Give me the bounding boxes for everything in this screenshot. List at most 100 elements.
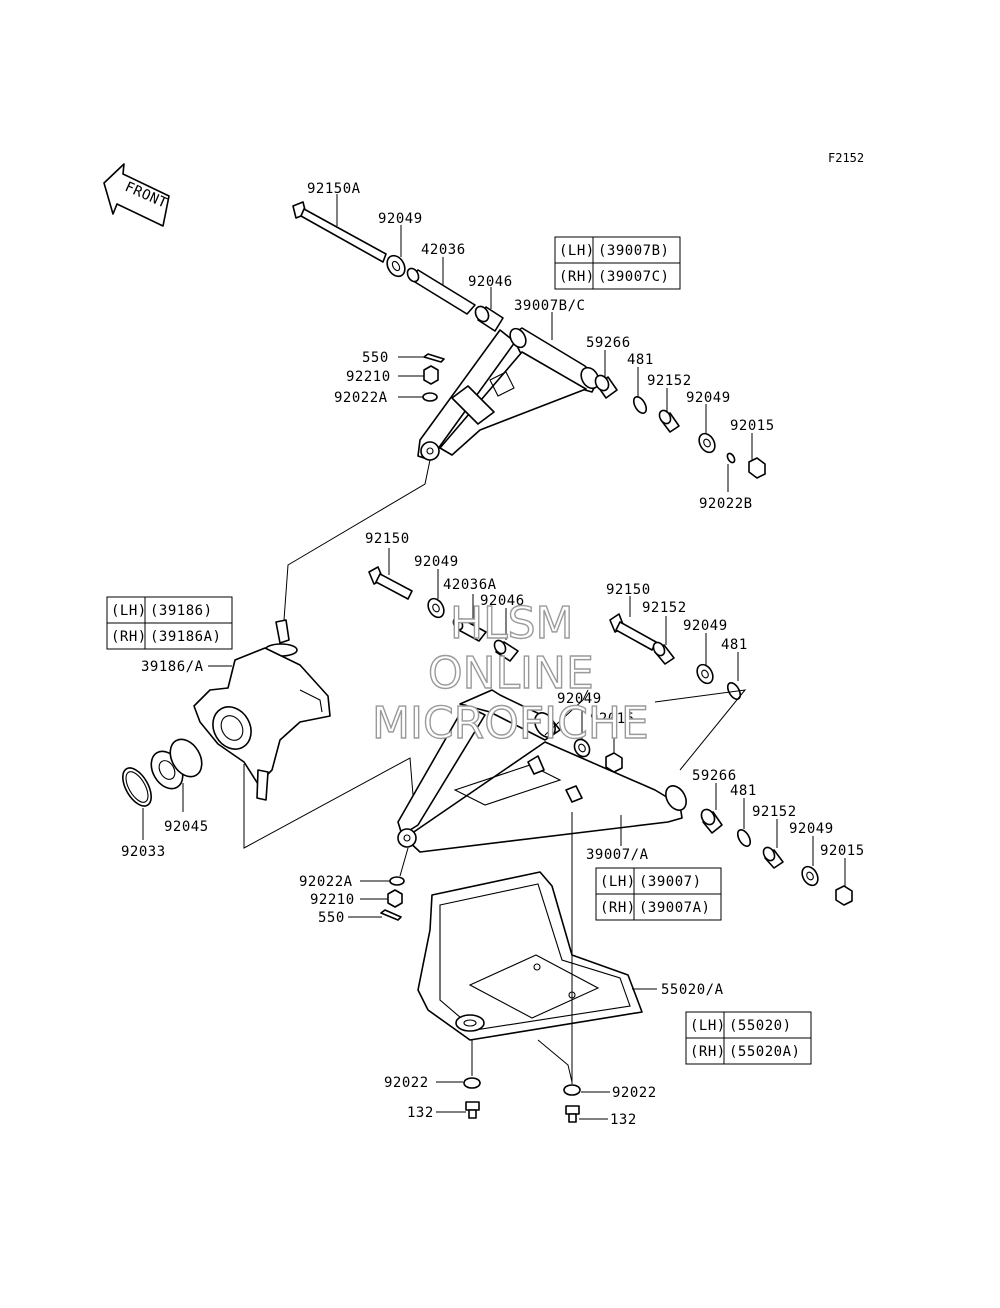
washer-92022-left-icon (463, 1077, 481, 1089)
seal-59266-low-icon (700, 808, 723, 834)
collar-92152-right-icon (652, 641, 675, 665)
variant-side: (LH) (111, 603, 147, 619)
watermark-line-2: ONLINE (428, 648, 594, 699)
variant-side: (LH) (559, 243, 595, 259)
callout-92045: 92045 (164, 819, 209, 835)
bolt-92150A-icon (292, 201, 387, 263)
callout-39186A: 39186/A (141, 659, 204, 675)
callout-92022: 92022 (384, 1075, 429, 1091)
variant-part: (55020) (729, 1018, 792, 1034)
variant-side: (LH) (690, 1018, 726, 1034)
callout-92015: 92015 (590, 711, 635, 727)
callout-92022B: 92022B (699, 496, 753, 512)
variant-side: (LH) (600, 874, 636, 890)
washer-92022A-icon (422, 392, 438, 402)
callout-42036A: 42036A (443, 577, 497, 593)
washer-92049-icon (386, 254, 406, 278)
lower-a-arm-39007-icon (397, 689, 687, 853)
bushing-92046-icon (474, 305, 504, 332)
collar-92152-low-icon (762, 846, 784, 869)
seal-59266-icon (594, 374, 618, 399)
cotter-pin-550-icon (423, 353, 445, 363)
washer-92049-low2-icon (801, 865, 819, 887)
upper-arm-hardware (292, 201, 766, 479)
watermark-line-3: MICROFICHE (372, 698, 649, 749)
callout-92046: 92046 (480, 593, 525, 609)
washer-92049-low-icon (573, 738, 591, 758)
variant-part: (55020A) (729, 1044, 800, 1060)
sleeve-42036-icon (406, 267, 476, 315)
upper-arm-variant-table: (LH) (39007B) (RH) (39007C) (554, 236, 681, 290)
callout-55020A: 55020/A (661, 982, 724, 998)
variant-part: (39007) (639, 874, 702, 890)
variant-side: (RH) (559, 269, 595, 285)
castle-nut-92210-low-icon (387, 889, 403, 908)
callout-92049: 92049 (414, 554, 459, 570)
callout-59266: 59266 (586, 335, 631, 351)
guard-leader-lines (436, 812, 657, 1120)
callout-550: 550 (362, 350, 389, 366)
callout-550: 550 (318, 910, 345, 926)
bolt-132-left-icon (465, 1101, 480, 1119)
guard-hardware (463, 1077, 581, 1123)
callout-92152: 92152 (752, 804, 797, 820)
variant-side: (RH) (690, 1044, 726, 1060)
callout-92046: 92046 (468, 274, 513, 290)
a-arm-guard-55020-icon (417, 871, 643, 1041)
variant-side: (RH) (111, 629, 147, 645)
callout-92022A: 92022A (334, 390, 388, 406)
castle-nut-92210-icon (423, 365, 439, 385)
callout-92015: 92015 (820, 843, 865, 859)
snap-ring-92033-icon (122, 767, 152, 807)
callout-132: 132 (407, 1105, 434, 1121)
variant-part: (39007A) (639, 900, 710, 916)
knuckle-variant-table: (LH) (39186) (RH) (39186A) (106, 596, 233, 650)
callout-92049: 92049 (378, 211, 423, 227)
variant-part: (39186A) (150, 629, 221, 645)
callout-92152: 92152 (642, 600, 687, 616)
callout-92150: 92150 (606, 582, 651, 598)
variant-part: (39186) (150, 603, 213, 619)
knuckle-leader-lines (142, 665, 416, 849)
callout-39007BC: 39007B/C (514, 298, 585, 314)
cotter-pin-550-low-icon (380, 909, 402, 921)
callout-132: 132 (610, 1112, 637, 1128)
bolt-92150-icon (368, 566, 413, 600)
callout-92022: 92022 (612, 1085, 657, 1101)
lower-leader-lines (348, 548, 846, 918)
callout-92152: 92152 (647, 373, 692, 389)
callout-59266: 59266 (692, 768, 737, 784)
lower-arm-variant-table: (LH) (39007) (RH) (39007A) (595, 867, 722, 921)
callout-92210: 92210 (310, 892, 355, 908)
variant-part: (39007B) (598, 243, 669, 259)
callout-92015: 92015 (730, 418, 775, 434)
circlip-481-low-icon (736, 829, 752, 847)
front-arrow-icon: FRONT (103, 163, 170, 227)
washer-92022-right-icon (563, 1084, 581, 1096)
callout-39007A: 39007/A (586, 847, 649, 863)
nut-92015-icon (748, 457, 766, 479)
callout-labels: 92150A 92049 42036 92046 39007B/C 550 92… (121, 181, 865, 1128)
callout-92150A: 92150A (307, 181, 361, 197)
callout-92049: 92049 (557, 691, 602, 707)
collar-92152-icon (658, 409, 680, 433)
callout-92022A: 92022A (299, 874, 353, 890)
callout-92033: 92033 (121, 844, 166, 860)
washer-92049-mid-icon (427, 597, 445, 619)
washer-92049-right-icon (698, 432, 716, 454)
variant-part: (39007C) (598, 269, 669, 285)
lower-arm-hardware (368, 566, 853, 921)
figure-id: F2152 (828, 151, 864, 165)
upper-leader-lines (283, 194, 753, 621)
steering-knuckle-39186-icon (193, 619, 331, 801)
upper-a-arm-39007BC-icon (417, 327, 600, 461)
circlip-481-icon (632, 396, 648, 414)
variant-side: (RH) (600, 900, 636, 916)
bushing-92046-mid-icon (493, 639, 519, 662)
guard-variant-table: (LH) (55020) (RH) (55020A) (685, 1011, 812, 1065)
bolt-132-right-icon (565, 1105, 580, 1123)
callout-92150: 92150 (365, 531, 410, 547)
callout-92049: 92049 (683, 618, 728, 634)
